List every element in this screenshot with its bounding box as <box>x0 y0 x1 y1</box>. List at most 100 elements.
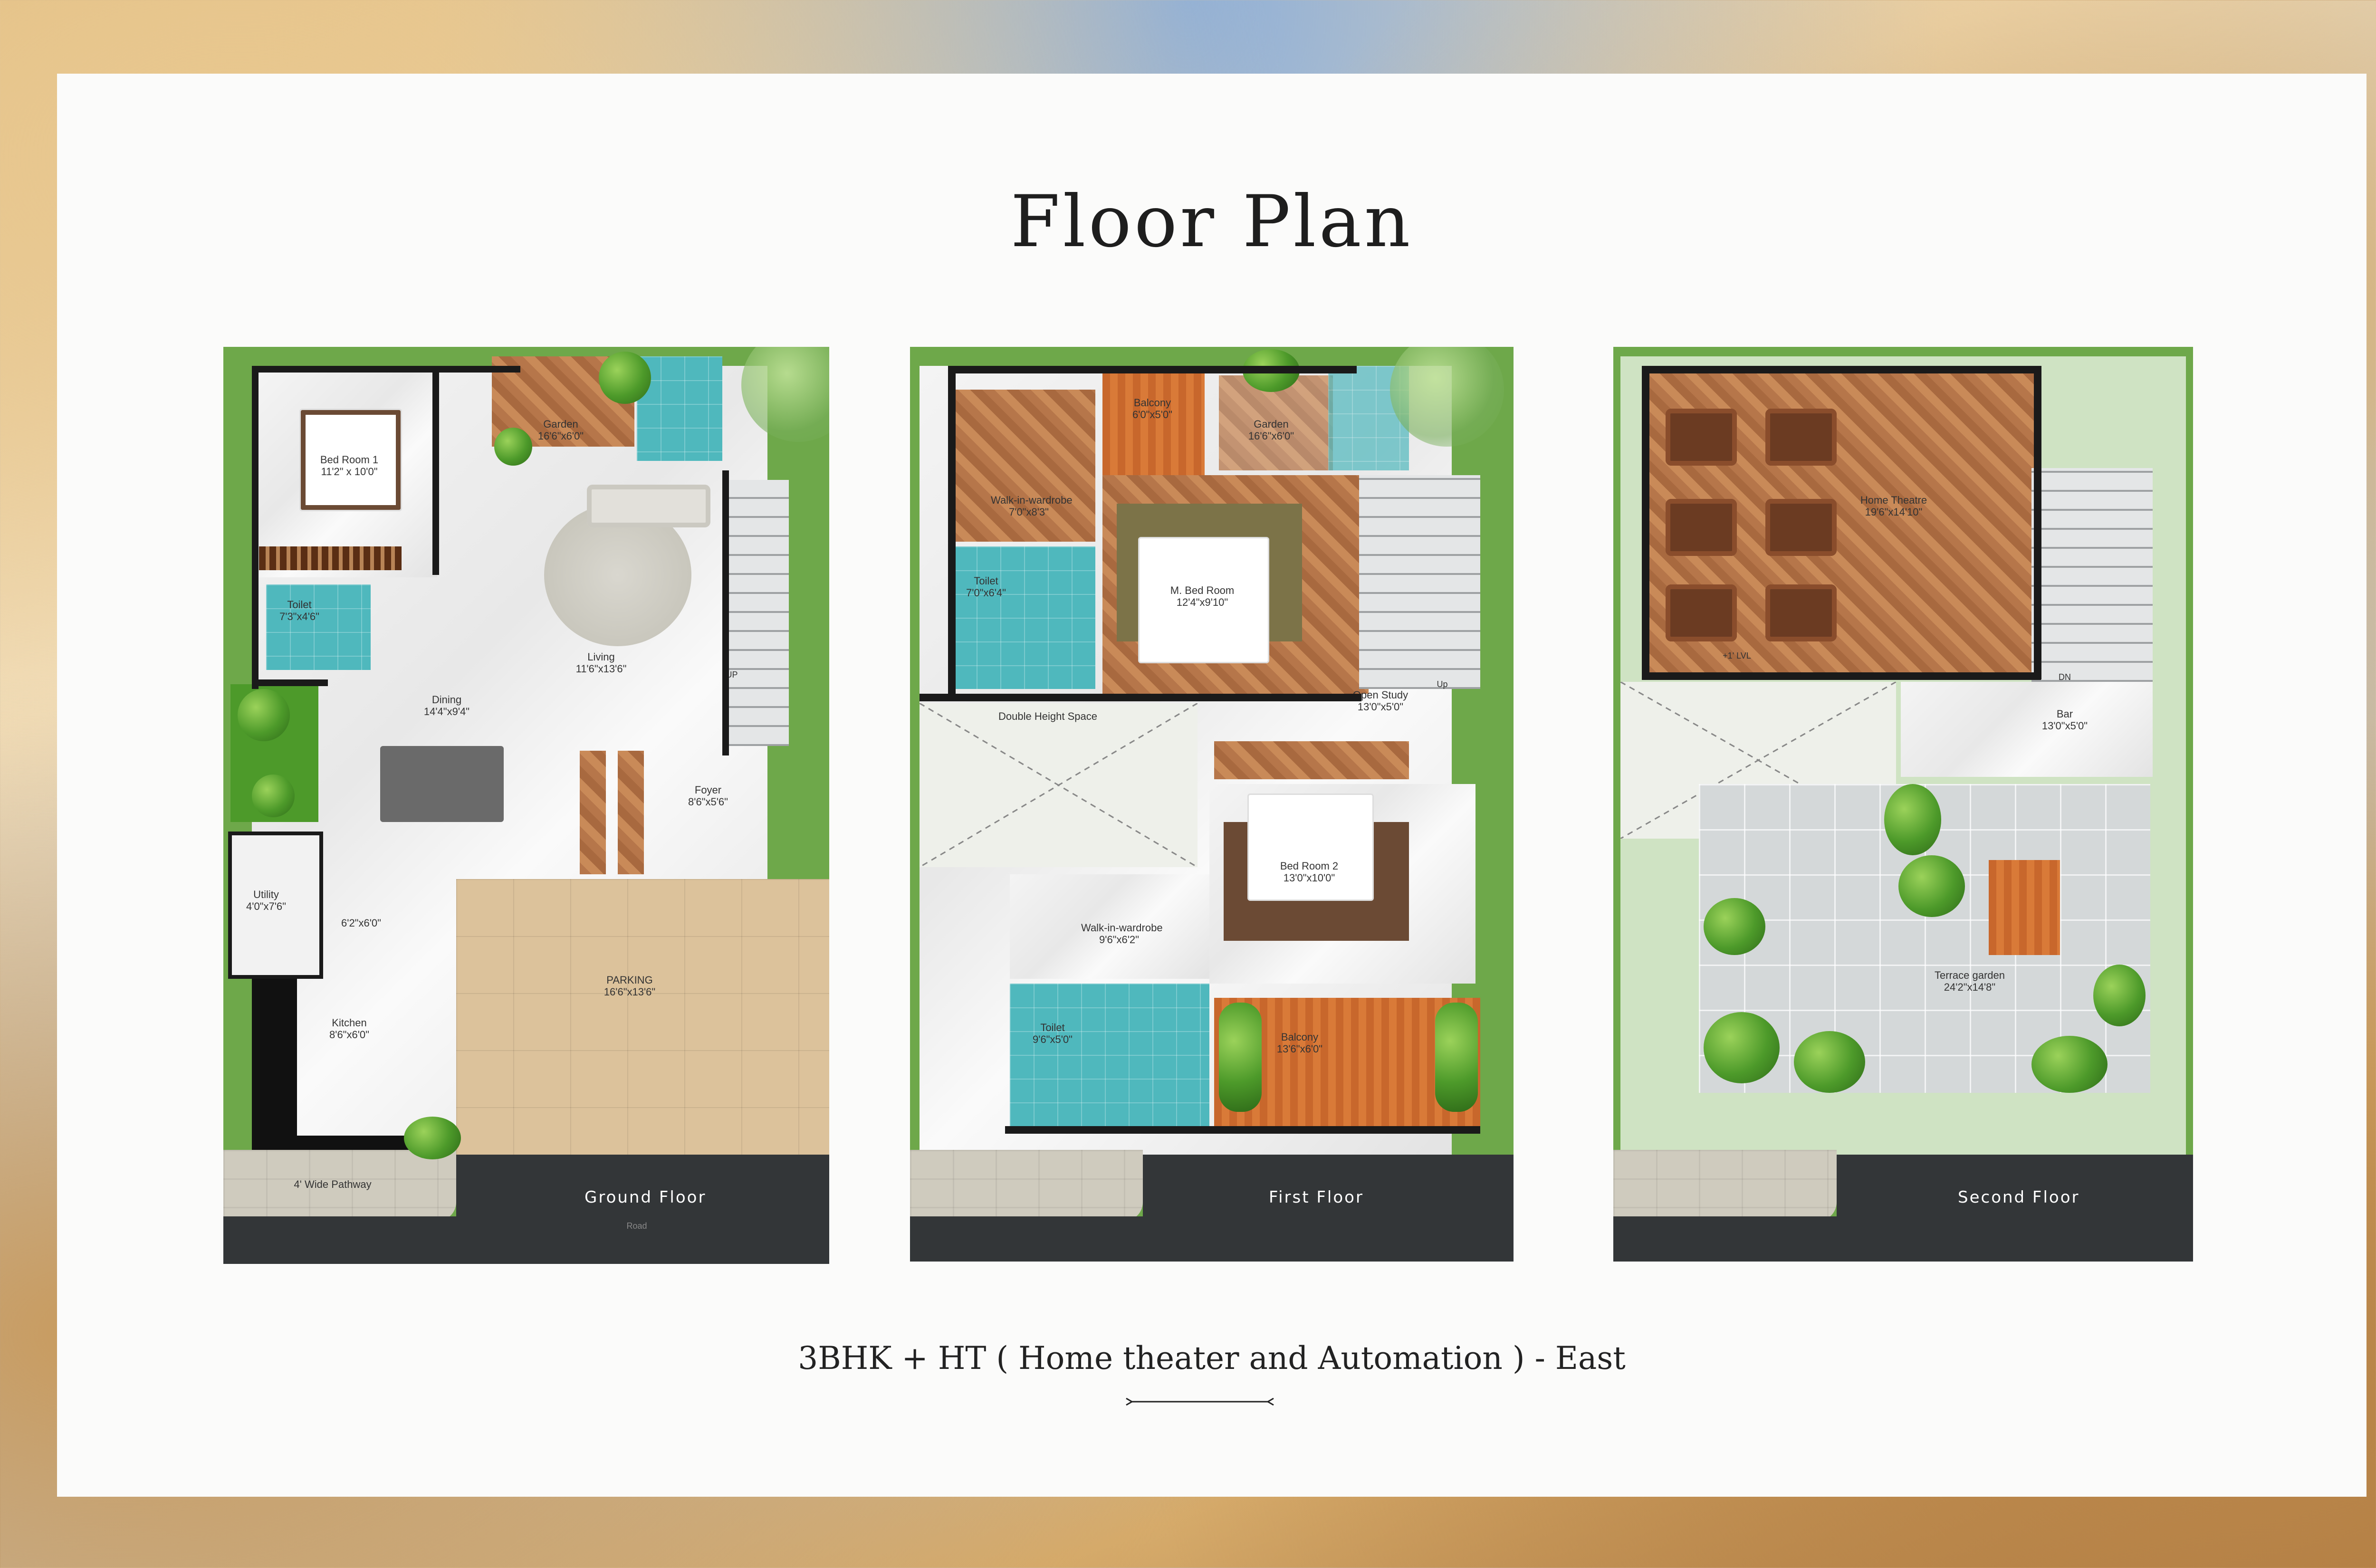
wall <box>722 470 729 755</box>
passage-label: 6'2"x6'0" <box>341 917 381 929</box>
plant-icon <box>1435 1003 1478 1112</box>
road <box>456 1155 829 1216</box>
wall <box>948 366 956 698</box>
wall <box>2034 366 2041 679</box>
page-title: Floor Plan <box>1010 181 1413 263</box>
walk-in-2-label: Walk-in-wardrobe 9'6"x6'2" <box>1081 922 1163 946</box>
m-bed-room-label: M. Bed Room 12'4"x9'10" <box>1170 584 1235 609</box>
ground-floor-plan: Bed Room 1 11'2" x 10'0" Toilet 7'3"x4'6… <box>223 347 829 1264</box>
wardrobe <box>259 546 402 570</box>
study-desk <box>1214 741 1409 779</box>
dn-label: DN <box>2059 672 2071 682</box>
living-label: Living 11'6"x13'6" <box>575 651 627 675</box>
walk-in-wardrobe <box>953 390 1095 542</box>
kitchen-label: Kitchen 8'6"x6'0" <box>329 1017 369 1041</box>
garden-label: Garden 16'6"x6'0" <box>1248 418 1294 442</box>
road <box>1613 1216 2193 1262</box>
plant-icon <box>2031 1036 2108 1093</box>
utility-label: Utility 4'0"x7'6" <box>246 889 286 913</box>
plant-icon <box>1794 1031 1865 1093</box>
wall <box>1642 672 2041 680</box>
wall <box>1642 366 1649 679</box>
plant-icon <box>1704 898 1765 955</box>
ground-stairs <box>727 480 789 746</box>
sofa-icon <box>587 485 710 527</box>
wall <box>920 694 1361 701</box>
theatre-seat-icon <box>1666 584 1737 641</box>
plant-icon <box>1898 855 1965 917</box>
bed-icon <box>1138 537 1269 663</box>
theatre-seat-icon <box>1666 499 1737 556</box>
toilet <box>266 584 371 670</box>
plant-icon <box>2093 965 2146 1026</box>
parking <box>456 879 829 1202</box>
foyer-bench <box>618 751 644 874</box>
parking-label: PARKING 16'6"x13'6" <box>604 974 656 998</box>
terrace-table <box>1989 860 2060 955</box>
water-feature <box>637 356 722 461</box>
wall <box>948 366 1357 373</box>
plant-icon <box>238 689 290 741</box>
road <box>1143 1155 1514 1216</box>
first-stairs <box>1359 475 1480 689</box>
toilet-label: Toilet 7'3"x4'6" <box>279 599 319 623</box>
plant-icon <box>599 352 651 404</box>
wall <box>1642 366 2041 373</box>
pathway <box>1613 1150 1837 1221</box>
balcony-top-label: Balcony 6'0"x5'0" <box>1132 397 1172 421</box>
second-stairs <box>2031 468 2153 682</box>
wall <box>252 366 520 373</box>
plant-icon <box>1219 1003 1262 1112</box>
up-label: UP <box>726 670 738 679</box>
road <box>910 1216 1514 1262</box>
wall <box>432 366 439 575</box>
theatre-seat-icon <box>1666 409 1737 466</box>
dining-label: Dining 14'4"x9'4" <box>423 694 470 718</box>
foyer-bench <box>580 751 606 874</box>
pathway-label: 4' Wide Pathway <box>294 1178 372 1190</box>
decorative-divider-icon <box>1126 1397 1274 1406</box>
bar <box>1901 682 2153 777</box>
plant-icon <box>494 428 532 466</box>
road <box>223 1216 829 1264</box>
plant-icon <box>252 774 295 817</box>
toilet-2-label: Toilet 9'6"x5'0" <box>1033 1022 1073 1046</box>
balcony-label: Balcony 13'6"x6'0" <box>1276 1031 1323 1055</box>
pathway <box>223 1150 456 1221</box>
bed-room-1-label: Bed Room 1 11'2" x 10'0" <box>320 454 379 478</box>
floor-name: Second Floor <box>1958 1188 2080 1207</box>
garden-label: Garden 16'6"x6'0" <box>537 418 584 442</box>
bed-room-2-label: Bed Room 2 13'0"x10'0" <box>1280 860 1339 884</box>
wall <box>1005 1126 1480 1134</box>
up-label: Up <box>1437 679 1448 689</box>
terrace-garden-label: Terrace garden 24'2"x14'8" <box>1935 969 2005 994</box>
plant-icon <box>1884 784 1941 855</box>
bed-icon <box>299 409 402 511</box>
road <box>1837 1155 2193 1216</box>
tree-icon <box>1390 347 1504 447</box>
toilet-1 <box>953 546 1095 689</box>
void-cross <box>920 703 1198 867</box>
plant-icon <box>1704 1012 1780 1083</box>
toilet-1-label: Toilet 7'0"x6'4" <box>966 575 1006 599</box>
second-floor-plan: Home Theatre 19'6"x14'10" +1' LVL DN Bar… <box>1613 347 2193 1262</box>
living-rug <box>544 504 691 646</box>
plan-subtitle: 3BHK + HT ( Home theater and Automation … <box>798 1340 1626 1377</box>
plant-icon <box>404 1117 461 1159</box>
first-floor-plan: Walk-in-wardrobe 7'0"x8'3" Balcony 6'0"x… <box>910 347 1514 1262</box>
theatre-seat-icon <box>1765 409 1837 466</box>
walk-in-1-label: Walk-in-wardrobe 7'0"x8'3" <box>991 494 1073 518</box>
floor-name: Ground Floor <box>584 1188 707 1207</box>
wall <box>252 366 259 689</box>
theatre-seat-icon <box>1765 499 1837 556</box>
double-height-label: Double Height Space <box>998 710 1097 722</box>
foyer-label: Foyer 8'6"x5'6" <box>688 784 728 808</box>
bar-label: Bar 13'0"x5'0" <box>2041 708 2088 732</box>
walk-in-2 <box>1010 874 1209 979</box>
bed-icon <box>1247 794 1374 901</box>
level-label: +1' LVL <box>1723 651 1751 660</box>
road-label: Road <box>626 1221 647 1231</box>
toilet-2 <box>1010 984 1209 1126</box>
wall <box>252 679 328 686</box>
utility <box>228 832 323 979</box>
